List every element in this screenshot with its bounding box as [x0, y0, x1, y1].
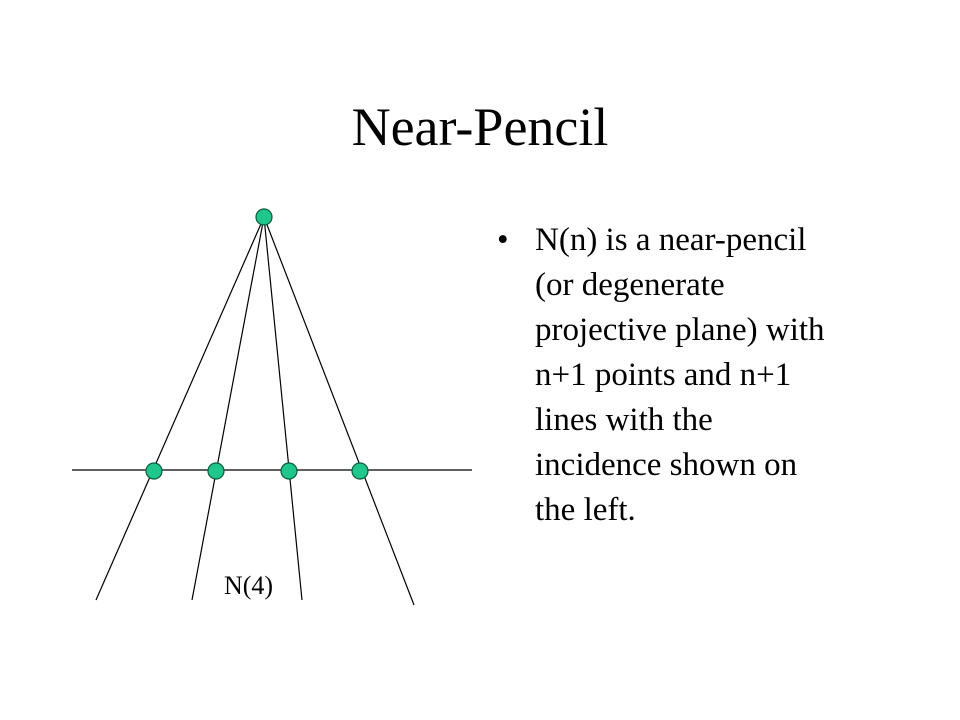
- line-point-3: [280, 462, 298, 480]
- bullet-line: lines with the: [535, 402, 713, 438]
- bullet-line: N(n) is a near-pencil: [535, 222, 807, 258]
- bullet-line: the left.: [535, 492, 636, 528]
- line-point-4: [351, 462, 369, 480]
- bullet-text: N(n) is a near-pencil (or degenerate pro…: [535, 218, 875, 533]
- apex-point: [255, 208, 273, 226]
- pencil-line-2: [191, 216, 265, 601]
- bullet-marker: •: [497, 222, 509, 258]
- bullet-line: n+1 points and n+1: [535, 357, 792, 393]
- slide-title: Near-Pencil: [351, 97, 609, 157]
- line-point-2: [207, 462, 225, 480]
- diagram-label: N(4): [224, 571, 274, 600]
- bullet-line: projective plane) with: [535, 312, 825, 348]
- pencil-line-4: [263, 216, 415, 606]
- bullet-line: (or degenerate: [535, 267, 725, 303]
- pencil-line-1: [95, 216, 265, 601]
- bullet-line: incidence shown on: [535, 447, 798, 483]
- pencil-line-3: [263, 216, 303, 601]
- line-point-1: [145, 462, 163, 480]
